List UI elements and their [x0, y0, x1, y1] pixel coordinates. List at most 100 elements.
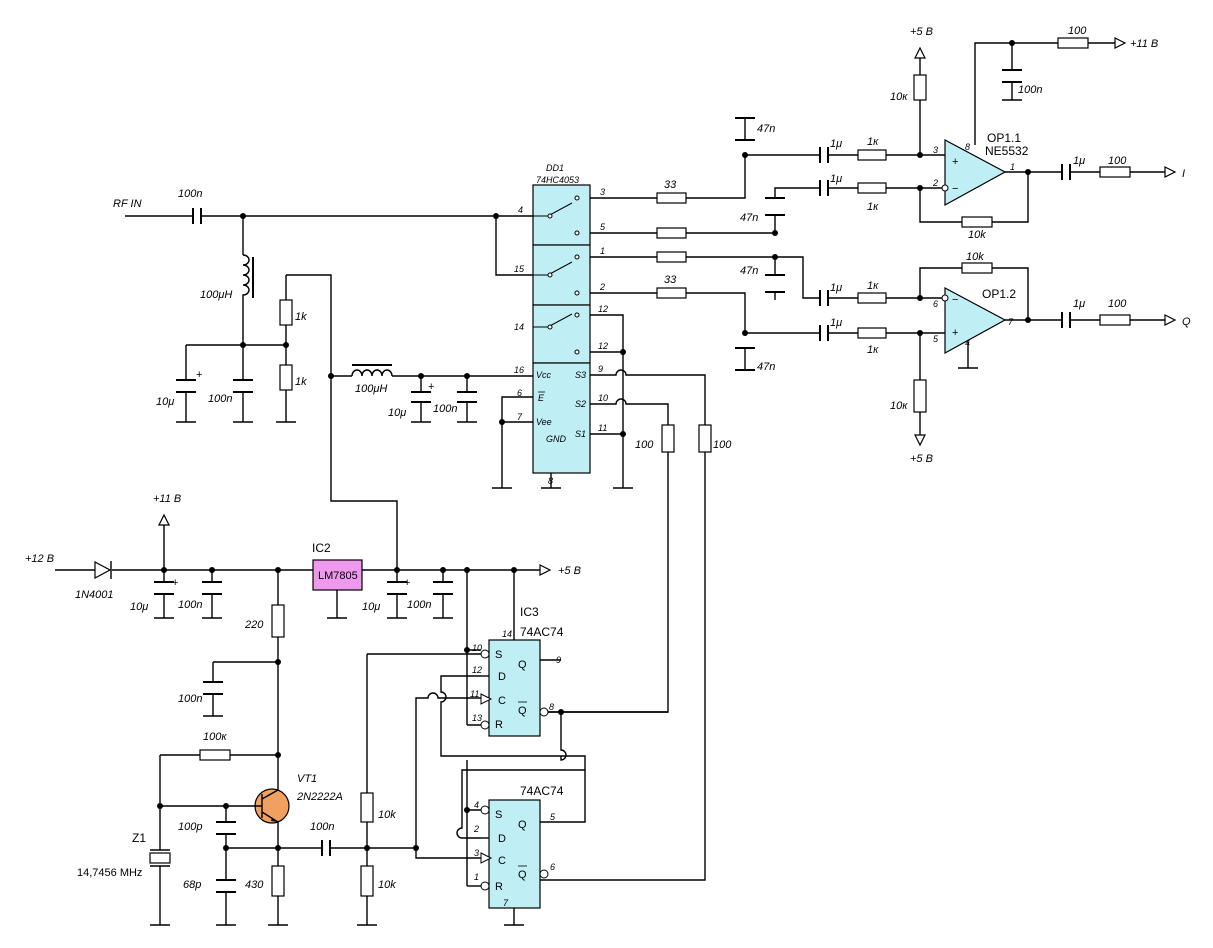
value-label: 100μH: [355, 383, 387, 395]
value-label: 10к: [890, 91, 908, 103]
p5-label-3: +5 B: [558, 565, 581, 577]
value-label: 100n: [433, 403, 457, 415]
value-label: 100n: [178, 599, 202, 611]
value-label: 47n: [740, 265, 758, 277]
value-label: 100p: [178, 821, 202, 833]
ic3-name: IC3: [520, 605, 539, 619]
value-label: 1μ: [1073, 298, 1085, 310]
ff1-pin: 10: [472, 643, 482, 653]
dd1-s3: S3: [575, 370, 586, 380]
vt1-name: VT1: [297, 773, 317, 785]
q-output-label: Q: [1182, 316, 1191, 328]
value-label: 100μH: [200, 289, 232, 301]
svg-text:+: +: [196, 369, 202, 381]
dd1-s1: S1: [575, 429, 586, 439]
value-label: 100n: [178, 693, 202, 705]
op12-pin: 4: [965, 338, 970, 348]
dd1-vcc: Vcc: [536, 370, 552, 380]
p5-label: +5 B: [910, 26, 933, 38]
crystal-z1: [149, 849, 171, 867]
value-label: 100к: [203, 731, 227, 743]
op12-name: OP1.2: [982, 287, 1016, 301]
dd1-pin: 9: [598, 364, 603, 374]
value-label: 430: [245, 879, 264, 891]
dd1-pin: 1: [600, 246, 605, 256]
value-label: 1k: [295, 376, 307, 388]
dd1-pin: 11: [598, 423, 607, 433]
ic3-part2: 74AC74: [520, 784, 564, 798]
ff2-c: C: [498, 855, 506, 867]
dd1-pin: 3: [600, 187, 605, 197]
ic3-ff1: IC3 74AC74 S D C R Q Q 10 12 11 13 14 9 …: [470, 605, 564, 737]
value-label: 10μ: [362, 601, 380, 613]
ff2-d: D: [498, 833, 506, 845]
labels: RF IN +12 B +11 B +11 B +5 B +5 B +5 B I…: [25, 25, 1191, 891]
ff2-qbar: Q: [518, 869, 527, 881]
value-label: 33: [664, 274, 677, 286]
dd1-part: 74HC4053: [536, 175, 579, 185]
ff2-pin: 4: [474, 800, 479, 810]
ff1-pin: 13: [472, 713, 482, 723]
arrows: [158, 37, 1177, 576]
polarity-marks: ++ ++: [172, 369, 434, 589]
op11-pin: 8: [965, 142, 970, 152]
rf-in-label: RF IN: [113, 198, 142, 210]
ff1-pin: 11: [470, 689, 479, 699]
svg-text:−: −: [952, 183, 958, 195]
value-label: 100: [635, 439, 654, 451]
ff2-pin: 5: [550, 812, 556, 822]
dd1-pin: 10: [598, 393, 608, 403]
value-label: 100n: [1018, 84, 1042, 96]
ff2-r: R: [495, 881, 503, 893]
value-label: 1к: [867, 344, 879, 356]
dd1-pin: 4: [518, 205, 523, 215]
ff2-pin: 3: [474, 848, 479, 858]
ff2-pin: 6: [550, 862, 555, 872]
ic2-regulator: IC2 LM7805: [312, 541, 363, 591]
op12-pin: 6: [933, 299, 938, 309]
ff2-pin: 7: [503, 898, 509, 908]
dd1-pin: 12: [598, 304, 608, 314]
z1-freq: 14,7456 MHz: [77, 867, 142, 879]
op11-pin: 2: [932, 178, 938, 188]
value-label: 1μ: [830, 317, 842, 329]
ic2-name: IC2: [312, 541, 331, 555]
ic2-part: LM7805: [318, 570, 358, 582]
junctions: [157, 40, 1031, 851]
diode-label: 1N4001: [75, 589, 114, 601]
op12-pin: 5: [933, 334, 939, 344]
value-label: 10k: [968, 229, 986, 241]
value-label: 68p: [183, 879, 201, 891]
p11-label: +11 B: [1130, 38, 1158, 50]
opamp-op11: +− OP1.1 NE5532 3 2 1 8: [932, 131, 1029, 207]
dd1-s2: S2: [575, 399, 586, 409]
ground-symbols: [150, 99, 1022, 926]
dd1-label: DD1: [546, 163, 564, 173]
ic3-part: 74AC74: [520, 625, 564, 639]
svg-text:+: +: [428, 381, 434, 393]
value-label: 47n: [740, 212, 758, 224]
value-label: 10k: [378, 879, 396, 891]
svg-text:+: +: [404, 577, 410, 589]
value-label: 100n: [407, 599, 431, 611]
dd1-pin: 7: [517, 412, 523, 422]
dd1-pin: 12: [598, 341, 608, 351]
value-label: 100: [713, 439, 732, 451]
p11-label-2: +11 B: [153, 493, 181, 505]
value-label: 100n: [208, 393, 232, 405]
svg-text:+: +: [952, 156, 958, 168]
value-label: 1μ: [830, 138, 842, 150]
dd1-pin: 2: [599, 282, 605, 292]
svg-text:−: −: [952, 294, 958, 306]
dd1-vee: Vee: [536, 417, 552, 427]
ff1-qbar: Q: [518, 705, 527, 717]
value-label: 10к: [890, 400, 908, 412]
dd1-ebar: E: [538, 393, 545, 403]
v12-label: +12 B: [25, 553, 54, 565]
value-label: 10μ: [156, 396, 174, 408]
value-label: 100: [1108, 298, 1127, 310]
op11-pin: 1: [1010, 162, 1015, 172]
ff1-pin: 14: [502, 629, 512, 639]
opamp-op12: −+ OP1.2 6 5 7 4: [933, 287, 1016, 355]
